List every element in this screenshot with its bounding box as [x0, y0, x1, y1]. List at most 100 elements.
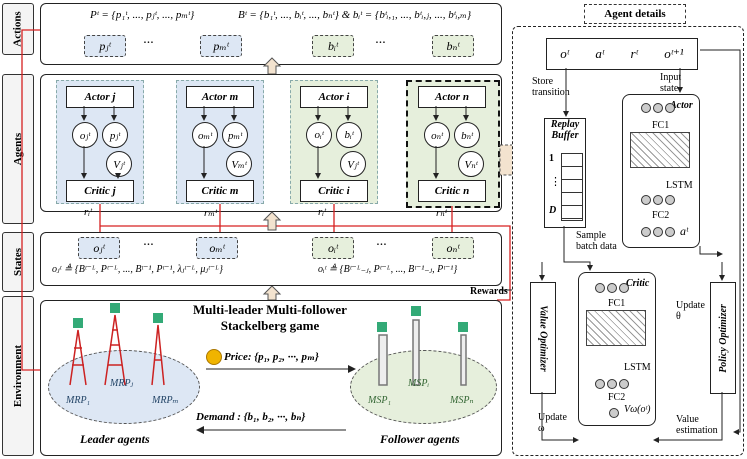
state-box-oi: oᵢᵗ [312, 237, 354, 259]
mspi-label: MSPᵢ [408, 378, 430, 389]
value-estimation-label: Value estimation [676, 414, 718, 436]
critic-i-box: Critic i [300, 180, 368, 202]
actor-network [622, 94, 700, 248]
buffer-row-d: D [549, 205, 557, 216]
critic-fc1-label: FC1 [608, 298, 626, 309]
reward-label-i: rᵢᵗ [318, 206, 326, 218]
follower-ellipse [350, 350, 497, 424]
state-eq-follower: oᵢᵗ ≜ {Bᵗ⁻ᴸ₋ⱼ, Pᵗ⁻ᴸ, ..., Bᵗ⁻¹₋ⱼ, Pᵗ⁻¹} [318, 264, 458, 275]
action-box-bi: bᵢᵗ [312, 35, 354, 57]
sample-batch-label: Sample batch data [576, 230, 617, 252]
actor-j-box: Actor j [66, 86, 134, 108]
price-label: Price: {p₁, p₂, ···, pₘ} [224, 351, 319, 363]
critic-output-label: Vω(oᵗ) [624, 404, 651, 415]
actor-lstm-layer [640, 192, 676, 205]
state-box-on: oₙᵗ [432, 237, 474, 259]
reward-label-m: rₘᵗ [204, 207, 217, 219]
critic-net-title: Critic [626, 278, 650, 289]
action-dots-1: ··· [143, 36, 154, 51]
state-box-oj: oⱼᵗ [78, 237, 120, 259]
actor-output-layer [640, 224, 676, 237]
env-title: Multi-leader Multi-follower Stackelberg … [170, 302, 370, 334]
critic-input-layer [594, 280, 630, 293]
value-m-node: Vₘᵗ [226, 151, 252, 177]
act-j-node: pⱼᵗ [102, 122, 128, 148]
critic-fc2-label: FC2 [608, 392, 626, 403]
value-n-node: Vₙᵗ [458, 151, 484, 177]
state-eq-leader: oⱼᵗ ≜ {Bᵗ⁻ᴸ, Pᵗ⁻ᴸ, ..., Bᵗ⁻¹, Pᵗ⁻¹, λⱼᵗ⁻… [52, 264, 223, 275]
transition-tuple-box: oᵗ aᵗ rᵗ oᵗ⁺¹ [546, 38, 698, 70]
critic-fc1-mesh [586, 310, 646, 346]
replay-buffer: Replay Buffer 1 ⋮ D [544, 118, 586, 228]
mrpj-label: MRPⱼ [110, 378, 134, 389]
obs-j-node: oⱼᵗ [72, 122, 98, 148]
obs-n-node: oₙᵗ [424, 122, 450, 148]
state-box-om: oₘᵗ [196, 237, 238, 259]
actor-net-title: Actor [670, 100, 693, 111]
agent-details-title: Agent details [584, 4, 686, 24]
critic-j-box: Critic j [66, 180, 134, 202]
store-transition-label: Store transition [532, 76, 570, 98]
price-arrow [206, 365, 356, 373]
action-box-pj: pⱼᵗ [84, 35, 126, 57]
replay-buffer-title: Replay Buffer [550, 119, 580, 141]
actor-input-layer [640, 100, 676, 113]
action-dots-2: ··· [375, 36, 386, 51]
actor-output-label: aᵗ [680, 224, 689, 238]
demand-arrow [196, 426, 346, 434]
tuple-r: rᵗ [630, 46, 638, 61]
act-n-node: bₙᵗ [454, 122, 480, 148]
critic-n-box: Critic n [418, 180, 486, 202]
value-j-node: Vⱼᵗ [106, 151, 132, 177]
obs-i-node: oᵢᵗ [306, 122, 332, 148]
b-set-equation: Bᵗ = {b₁ᵗ, ..., bᵢᵗ, ..., bₙᵗ} & bᵢᵗ = {… [238, 9, 472, 21]
tuple-a: aᵗ [595, 46, 605, 61]
actor-n-box: Actor n [418, 86, 486, 108]
actor-lstm-label: LSTM [666, 180, 693, 191]
actor-fc2-label: FC2 [652, 210, 670, 221]
critic-m-box: Critic m [186, 180, 254, 202]
mspn-label: MSPₙ [450, 395, 474, 406]
actor-m-box: Actor m [186, 86, 254, 108]
tuple-onext: oᵗ⁺¹ [664, 46, 684, 61]
critic-output-node [608, 405, 620, 418]
tuple-o: oᵗ [560, 46, 569, 61]
action-box-pm: pₘᵗ [200, 35, 242, 57]
side-label-environment: Environment [2, 296, 34, 456]
follower-agents-label: Follower agents [380, 432, 460, 446]
action-box-bn: bₙᵗ [432, 35, 474, 57]
actor-i-box: Actor i [300, 86, 368, 108]
state-dots-1: ··· [143, 238, 154, 253]
obs-m-node: oₘᵗ [192, 122, 218, 148]
leader-towers-illustration [69, 303, 165, 386]
p-set-equation: Pᵗ = {p₁ᵗ, ..., pⱼᵗ, ..., pₘᵗ} [90, 9, 195, 21]
rewards-label: Rewards [470, 286, 508, 297]
leader-agents-label: Leader agents [80, 432, 150, 446]
msp1-label: MSP₁ [368, 395, 391, 406]
buffer-row-dots: ⋮ [550, 176, 561, 188]
critic-lstm-layer [594, 376, 630, 389]
policy-optimizer: Policy Optimizer [710, 282, 736, 394]
env-title-line1: Multi-leader Multi-follower [193, 302, 347, 317]
mrpm-label: MRPₘ [152, 395, 179, 406]
buffer-row-1: 1 [549, 153, 554, 164]
state-dots-2: ··· [376, 238, 387, 253]
value-i-node: Vⱼᵗ [340, 151, 366, 177]
side-label-states: States [2, 232, 34, 292]
act-m-node: pₘᵗ [222, 122, 248, 148]
side-label-agents: Agents [2, 74, 34, 224]
reward-label-j: rᵢᵗ [84, 206, 92, 218]
input-state-label: Input state [660, 72, 682, 94]
actor-fc1-label: FC1 [652, 120, 670, 131]
actor-fc1-mesh [630, 132, 690, 168]
update-omega-label: Update ω [538, 412, 567, 434]
update-theta-label: Update θ [676, 300, 705, 322]
act-i-node: bᵢᵗ [336, 122, 362, 148]
side-label-actions: Actions [2, 3, 34, 55]
env-title-line2: Stackelberg game [220, 318, 320, 333]
value-optimizer: Value Optimizer [530, 282, 556, 394]
demand-label: Demand : {b₁, b₂, ···, bₙ} [196, 411, 306, 423]
coin-icon [206, 349, 222, 365]
critic-lstm-label: LSTM [624, 362, 651, 373]
